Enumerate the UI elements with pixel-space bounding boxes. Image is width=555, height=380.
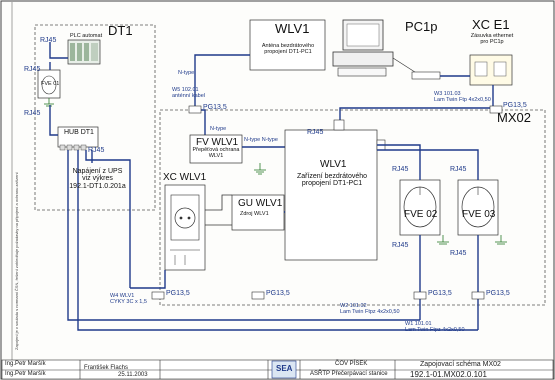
wlv1-main-box <box>284 129 378 261</box>
rj45-label-9: RJ45 <box>450 250 467 257</box>
w3-cable-label: W3 101.03 Lam Twin Ftp 4x2x0,50 <box>434 91 491 103</box>
wlv1-antenna-desc: Anténa bezdrátového propojení DT1-PC1 <box>261 43 315 55</box>
side-note: Zapojení je v souladu s normami ČSN, řeš… <box>14 172 19 350</box>
rj45-label-7: RJ45 <box>450 166 467 173</box>
gu-wlv1-title: GU WLV1 <box>238 198 283 209</box>
xc-wlv1-title: XC WLV1 <box>163 172 207 183</box>
fve03-device <box>457 179 507 245</box>
plc-automat <box>67 39 101 65</box>
rj45-label-1: RJ45 <box>40 37 57 44</box>
pg135-label-4: PG13,5 <box>266 290 290 297</box>
w1-cable-label: W1 101.01 Lam Twin Ftpz 4x2x0,50 <box>405 321 465 333</box>
pc1p-title: PC1p <box>405 19 438 34</box>
rj45-label-4: RJ45 <box>88 147 105 154</box>
power-cable-wire <box>130 270 166 289</box>
wlv1-antenna-title: WLV1 <box>275 21 310 36</box>
fve01-device <box>37 69 61 107</box>
checker-cell: František Flachs <box>84 365 129 371</box>
ntype-pair-label: N-type N-type <box>244 137 278 143</box>
fv-wlv1-desc: Přepěťová ochrana WLV1 <box>192 147 240 159</box>
pg135-label-5: PG13,5 <box>428 290 452 297</box>
pg135-label-2: PG13,5 <box>503 102 527 109</box>
sea-logo-text: SEA <box>276 364 293 373</box>
fve02-title: FVE 02 <box>404 209 438 220</box>
fv-ground-icon <box>254 163 266 175</box>
gu-wlv1-box <box>231 194 285 231</box>
hub-dt1-device <box>57 126 99 151</box>
w4-cable-label: W4 WLV1 CYKY 3C x 1,5 <box>110 293 147 305</box>
ntype-label-fv: N-type <box>210 126 227 132</box>
pg135-label-3: PG13,5 <box>166 290 190 297</box>
pg135-label-1: PG13,5 <box>203 104 227 111</box>
gu-wlv1-desc: Zdroj WLV1 <box>240 211 269 217</box>
mx02-signal-wiring <box>160 144 479 331</box>
fve02-device <box>399 179 449 245</box>
w2-cable-label: W2 101.02 Lam Twin Ftpz 4x2x0,50 <box>340 303 400 315</box>
fv-wlv1-title: FV WLV1 <box>196 137 239 148</box>
mx02-title: MX02 <box>497 110 531 125</box>
hub-dt1-label: HUB DT1 <box>64 129 94 136</box>
xc-e1-desc: Zásuvka ethernet pro PC1p <box>470 33 514 45</box>
dt1-cabinet-outline <box>34 24 156 211</box>
ntype-label-top: N-type <box>178 70 195 76</box>
xc-e1-title: XC E1 <box>472 17 510 32</box>
pg135-label-6: PG13,5 <box>486 290 510 297</box>
wlv1-main-title: WLV1 <box>320 159 347 170</box>
rj45-label-5: RJ45 <box>307 129 324 136</box>
rj45-label-2: RJ45 <box>24 66 41 73</box>
sea-logo <box>271 360 297 379</box>
author2-cell: Ing.Petr Maršík <box>5 371 46 377</box>
project-line1: ČOV PÍSEK <box>335 361 368 367</box>
wlv1-main-desc: Zařízení bezdrátového propojení DT1-PC1 <box>296 173 368 188</box>
rj45-label-8: RJ45 <box>392 242 409 249</box>
rj45-label-6: RJ45 <box>392 166 409 173</box>
xc-wlv1-socket <box>164 184 206 271</box>
fv-wlv1-box <box>189 134 243 164</box>
pc1p-computer-icon <box>332 19 441 80</box>
plc-label: PLC automat <box>70 33 103 39</box>
pg-glands <box>151 105 503 300</box>
ups-note: Napájení z UPS viz výkres 192.1-DT1.0.20… <box>69 168 126 190</box>
w5-cable-label: W5 102.01 anténní kabel <box>172 87 206 99</box>
dt1-title: DT1 <box>108 23 133 38</box>
project-line2: ASŘTP Přečerpávací stanice <box>310 371 388 377</box>
fve01-label: FVE 01 <box>41 81 60 87</box>
author1-cell: Ing.Petr Maršík <box>5 361 46 367</box>
xc-e1-to-wlv1-wire <box>339 85 494 125</box>
drawing-number-cell: 192.1-01.MX02.0.101 <box>410 370 487 379</box>
wlv1-antenna-box <box>249 19 326 71</box>
date-cell: 25.11.2003 <box>118 372 148 378</box>
fve03-title: FVE 03 <box>462 209 496 220</box>
sheet-title-cell: Zapojovací schéma MX02 <box>420 361 501 368</box>
xc-e1-socket <box>469 54 513 86</box>
dt1-internal-wiring <box>49 42 270 331</box>
mx02-cabinet-outline <box>159 109 546 306</box>
rj45-label-3: RJ45 <box>24 110 41 117</box>
